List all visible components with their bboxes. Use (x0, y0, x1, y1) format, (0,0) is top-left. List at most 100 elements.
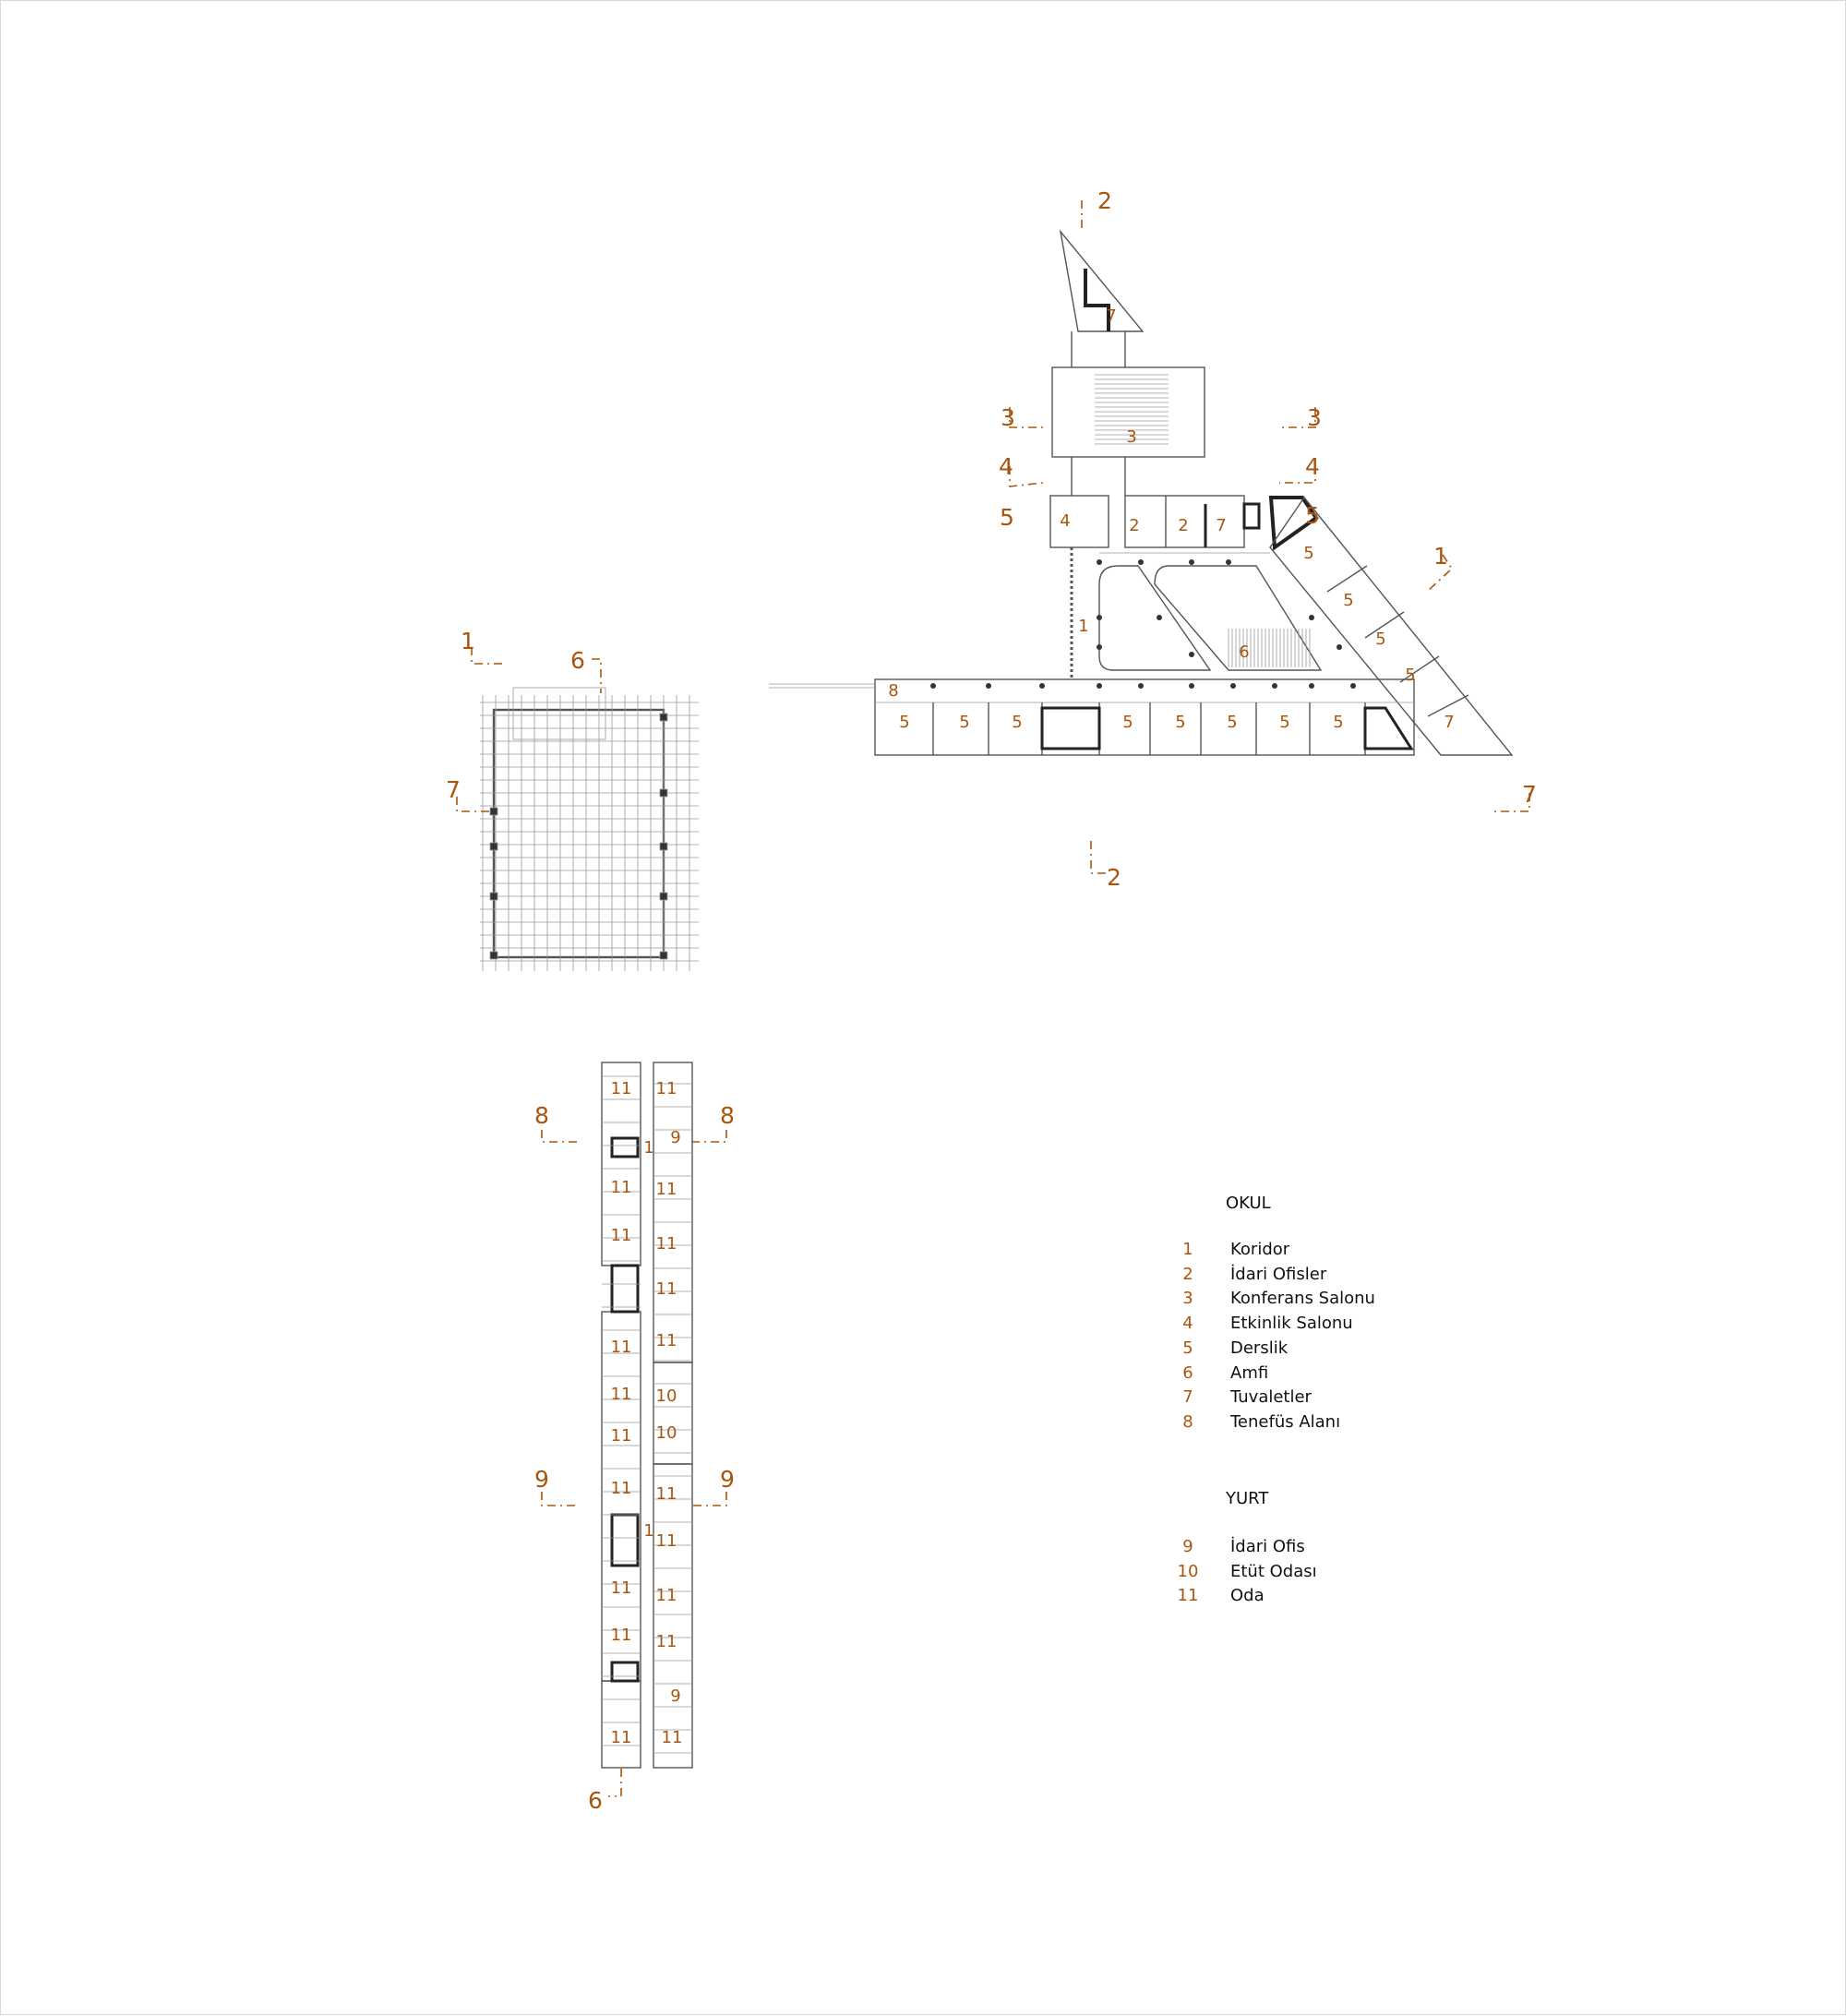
room-number-label: 11 (656, 1331, 677, 1350)
school-plan (769, 229, 1514, 756)
section-cut-line (689, 1130, 727, 1143)
room-number-label: 5 (1012, 713, 1022, 732)
section-cut-line (1090, 841, 1107, 874)
room-number-label: 11 (611, 1338, 632, 1357)
room-number-label: 11 (611, 1578, 632, 1598)
room-number-label: 5 (1333, 713, 1343, 732)
legend-yurt-title: YURT (1226, 1489, 1269, 1508)
legend-okul-title: OKUL (1226, 1194, 1271, 1213)
room-number-label: 11 (656, 1586, 677, 1605)
legend-label: Etkinlik Salonu (1230, 1314, 1353, 1334)
room-number-label: 9 (670, 1128, 680, 1147)
room-number-label: 11 (611, 1479, 632, 1498)
legend-label: Tuvaletler (1230, 1387, 1312, 1408)
north-triangle-wing (1059, 229, 1145, 332)
atrium-void (1098, 565, 1212, 671)
legend-label: Etüt Odası (1230, 1561, 1317, 1581)
section-marker-label: 9 (534, 1466, 549, 1493)
room-number-label: 2 (1178, 516, 1188, 535)
room-number-label: 5 (1303, 544, 1313, 563)
legend-number: 2 (1182, 1264, 1193, 1284)
section-cut-line (541, 1130, 578, 1143)
room-number-label: 5 (899, 713, 909, 732)
legend-number: 4 (1182, 1314, 1193, 1334)
section-cut-line (1009, 466, 1045, 487)
room-number-label: 7 (1216, 516, 1226, 535)
legend-number: 3 (1182, 1289, 1193, 1309)
stair-core (1268, 496, 1319, 551)
section-marker-label: 7 (1522, 781, 1537, 808)
room-number-label: 11 (656, 1531, 677, 1551)
section-marker-label: 6 (588, 1787, 603, 1814)
room-number-label: 5 (1175, 713, 1185, 732)
section-cut-line (1279, 407, 1316, 428)
section-marker-label: 4 (999, 453, 1013, 480)
legend-number: 10 (1177, 1561, 1199, 1581)
room-number-label: 11 (656, 1234, 677, 1254)
section-marker-label: 8 (534, 1102, 549, 1129)
event-hall (1049, 495, 1109, 548)
legend-label: Koridor (1230, 1240, 1290, 1259)
room-number-label: 11 (662, 1728, 683, 1747)
amphitheatre (1154, 565, 1323, 671)
diagonal-classroom-wing (1269, 496, 1514, 756)
room-number-label: 1 (643, 1138, 653, 1158)
legend-number: 6 (1182, 1362, 1193, 1383)
room-number-label: 11 (656, 1079, 677, 1098)
room-number-label: 10 (656, 1423, 677, 1443)
room-number-label: 6 (1239, 642, 1249, 662)
legend-label: İdari Ofisler (1230, 1264, 1327, 1284)
room-number-label: 11 (611, 1728, 632, 1747)
legend-number: 8 (1182, 1411, 1193, 1432)
room-number-label: 5 (1375, 630, 1385, 649)
legend-label: Oda (1230, 1586, 1265, 1605)
section-cut-line (471, 647, 504, 665)
legend-number: 7 (1182, 1387, 1193, 1408)
legend-label: İdari Ofis (1230, 1537, 1305, 1556)
conference-hall (1051, 366, 1205, 458)
section-marker-label: 2 (1107, 864, 1121, 891)
room-number-label: 11 (656, 1484, 677, 1504)
structural-grid-plan (480, 687, 699, 971)
legend-number: 9 (1182, 1537, 1193, 1556)
section-marker-label: 9 (720, 1466, 735, 1493)
section-cut-line (1009, 407, 1044, 428)
legend-label: Amfi (1230, 1362, 1269, 1383)
room-number-label: 3 (1126, 427, 1136, 447)
room-number-label: 1 (643, 1521, 653, 1541)
section-marker-label: 5 (1305, 502, 1320, 529)
room-number-label: 8 (888, 681, 898, 701)
room-number-label: 11 (611, 1178, 632, 1197)
room-number-label: 11 (611, 1226, 632, 1245)
room-number-label: 5 (1122, 713, 1133, 732)
section-markers: 2 3 3 4 4 5 5 1 7 2 1 6 7 8 8 9 9 6 (446, 187, 1537, 1814)
room-number-label: 5 (1227, 713, 1237, 732)
room-number-label: 11 (611, 1079, 632, 1098)
room-number-label: 5 (959, 713, 969, 732)
room-number-label: 1 (1078, 617, 1088, 636)
section-marker-label: 8 (720, 1102, 735, 1129)
room-number-label: 9 (670, 1686, 680, 1706)
section-marker-label: 2 (1097, 187, 1112, 214)
room-number-label: 10 (656, 1386, 677, 1406)
section-cut-line (689, 1492, 727, 1506)
section-marker-label: 1 (461, 628, 475, 654)
room-number-label: 4 (1060, 511, 1070, 531)
legend-number: 1 (1182, 1240, 1193, 1259)
section-marker-label: 7 (446, 776, 461, 803)
section-marker-label: 3 (1001, 404, 1015, 431)
section-marker-label: 5 (1000, 504, 1014, 531)
section-marker-label: 4 (1305, 453, 1320, 480)
room-number-label: 5 (1279, 713, 1289, 732)
section-cut-line (1279, 466, 1316, 484)
room-number-label: 11 (611, 1385, 632, 1404)
legend-label: Konferans Salonu (1230, 1289, 1375, 1309)
room-number-label: 11 (656, 1180, 677, 1199)
room-number-label: 11 (611, 1626, 632, 1645)
dormitory-plan (601, 1062, 693, 1769)
room-number-label: 5 (1343, 591, 1353, 610)
room-number-label: 7 (1106, 306, 1116, 326)
section-cut-line (541, 1492, 578, 1506)
